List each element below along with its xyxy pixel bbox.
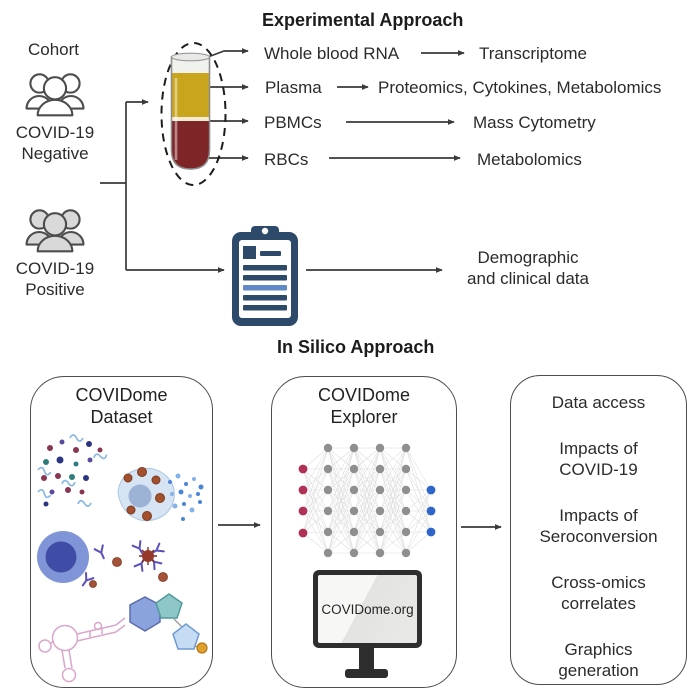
dataset-panel-title: COVIDome Dataset (75, 385, 168, 427)
in-silico-approach-title: In Silico Approach (277, 337, 435, 357)
clinical-data-label: Demographic and clinical data (467, 248, 589, 288)
monitor-icon: COVIDome.org (313, 570, 422, 648)
explorer-panel-title: COVIDome Explorer (317, 385, 411, 427)
monitor-stand (359, 647, 374, 671)
sample-rbcs: RBCs (264, 150, 309, 169)
monitor-url-label: COVIDome.org (321, 601, 414, 617)
blood-tube-icon (160, 42, 227, 186)
assay-mass-cytometry: Mass Cytometry (473, 113, 596, 132)
sample-plasma: Plasma (265, 78, 322, 97)
output-impacts-covid19: Impacts of COVID-19 (559, 439, 638, 479)
assay-transcriptome: Transcriptome (479, 44, 588, 63)
output-data-access: Data access (551, 393, 646, 412)
sample-pbmcs: PBMCs (264, 113, 322, 132)
outputs-list: Data access Impacts of COVID-19 Impacts … (510, 375, 687, 685)
experimental-approach-title: Experimental Approach (262, 10, 464, 30)
clipboard-icon (232, 226, 298, 326)
cohort-positive-icon (25, 209, 85, 253)
cohort-negative-label: COVID-19 Negative (15, 123, 95, 163)
cohort-positive-label: COVID-19 Positive (15, 259, 95, 299)
monitor-base (345, 669, 388, 678)
output-graphics: Graphics generation (558, 640, 639, 680)
monitor-screen: COVIDome.org (318, 575, 417, 643)
outputs-panel (510, 375, 687, 685)
output-impacts-seroconversion: Impacts of Seroconversion (539, 506, 658, 546)
cohort-label: Cohort (28, 40, 80, 59)
assay-metabolomics: Metabolomics (477, 150, 582, 169)
cohort-negative-icon (25, 73, 85, 117)
assay-proteomics-cytokines-metabolomics: Proteomics, Cytokines, Metabolomics (378, 78, 662, 97)
output-cross-omics: Cross-omics correlates (551, 573, 646, 613)
sample-whole-blood-rna: Whole blood RNA (264, 44, 400, 63)
